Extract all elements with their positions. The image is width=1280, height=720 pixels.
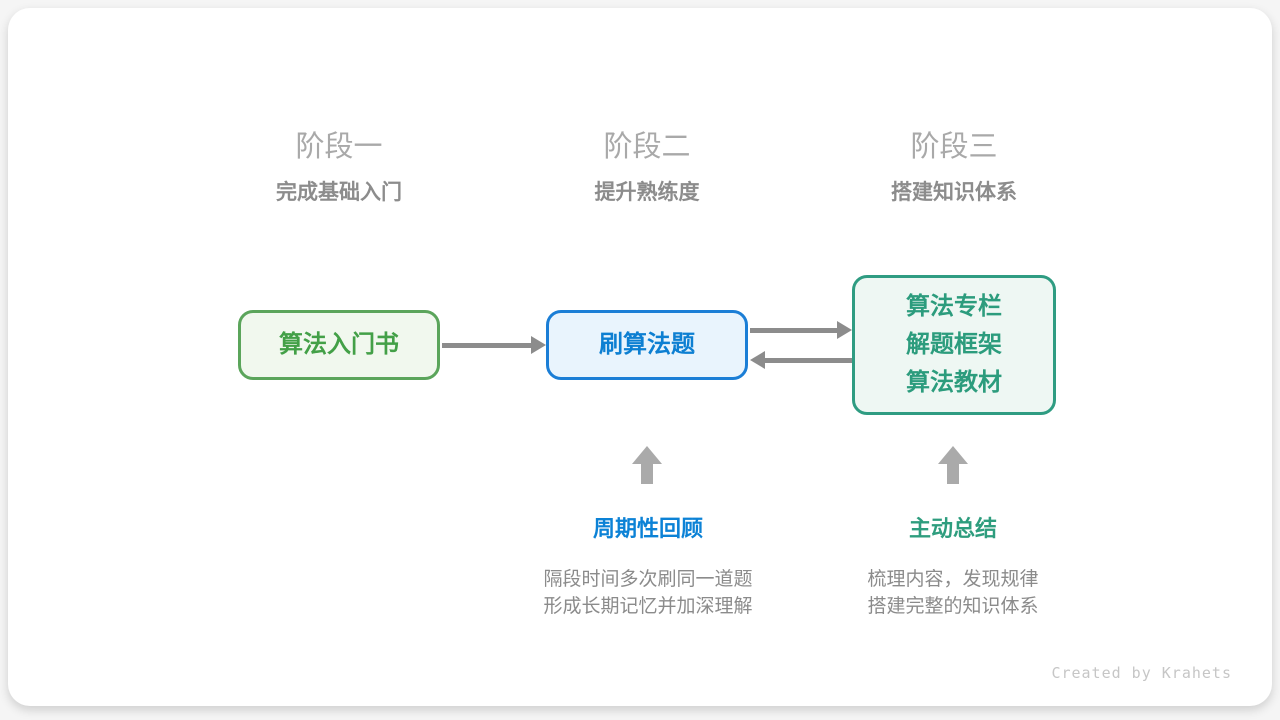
stage-header-3: 阶段三 搭建知识体系: [891, 130, 1017, 207]
desc-line: 隔段时间多次刷同一道题: [543, 569, 753, 590]
diagram-card: 阶段一 完成基础入门 阶段二 提升熟练度 阶段三 搭建知识体系 算法入门书 刷算…: [8, 8, 1272, 706]
arrow-right-icon: [442, 343, 533, 348]
arrow-right-icon: [750, 328, 839, 333]
node-intro-book-label: 算法入门书: [279, 331, 399, 358]
arrow-right-head-icon: [531, 336, 546, 354]
stage-header-2: 阶段二 提升熟练度: [595, 130, 700, 207]
arrow-left-head-icon: [750, 351, 765, 369]
desc-line: 搭建完整的知识体系: [867, 596, 1039, 617]
arrow-up-icon: [632, 446, 662, 484]
node-resource-line-1: 算法专栏: [906, 293, 1002, 320]
stage-3-subtitle: 搭建知识体系: [891, 181, 1017, 204]
stage-1-title: 阶段一: [295, 131, 383, 163]
callout-periodic-review-desc: 隔段时间多次刷同一道题 形成长期记忆并加深理解: [543, 566, 752, 620]
stage-3-title: 阶段三: [910, 131, 998, 163]
stage-1-subtitle: 完成基础入门: [276, 181, 402, 204]
callout-periodic-review-label: 周期性回顾: [592, 516, 704, 541]
arrow-up-icon: [938, 446, 968, 484]
arrow-up-head: [938, 446, 968, 464]
stage-2-title: 阶段二: [603, 131, 691, 163]
node-resource-line-2: 解题框架: [906, 331, 1002, 358]
arrow-left-icon: [763, 358, 852, 363]
desc-line: 梳理内容，发现规律: [867, 569, 1039, 590]
node-practice-problems: 刷算法题: [546, 310, 748, 380]
stage-header-1: 阶段一 完成基础入门: [276, 130, 402, 207]
stage-2-subtitle: 提升熟练度: [594, 181, 700, 204]
arrow-up-head: [632, 446, 662, 464]
arrow-right-head-icon: [837, 321, 852, 339]
node-practice-problems-label: 刷算法题: [599, 331, 695, 358]
node-knowledge-resources: 算法专栏 解题框架 算法教材: [852, 275, 1056, 415]
callout-active-summary-label: 主动总结: [908, 516, 998, 541]
credit-text: Created by Krahets: [1051, 664, 1232, 682]
node-resource-line-3: 算法教材: [906, 369, 1002, 396]
desc-line: 形成长期记忆并加深理解: [543, 596, 753, 617]
arrow-up-stem: [641, 464, 653, 484]
node-intro-book: 算法入门书: [238, 310, 440, 380]
callout-active-summary-desc: 梳理内容，发现规律 搭建完整的知识体系: [867, 566, 1038, 620]
arrow-up-stem: [947, 464, 959, 484]
